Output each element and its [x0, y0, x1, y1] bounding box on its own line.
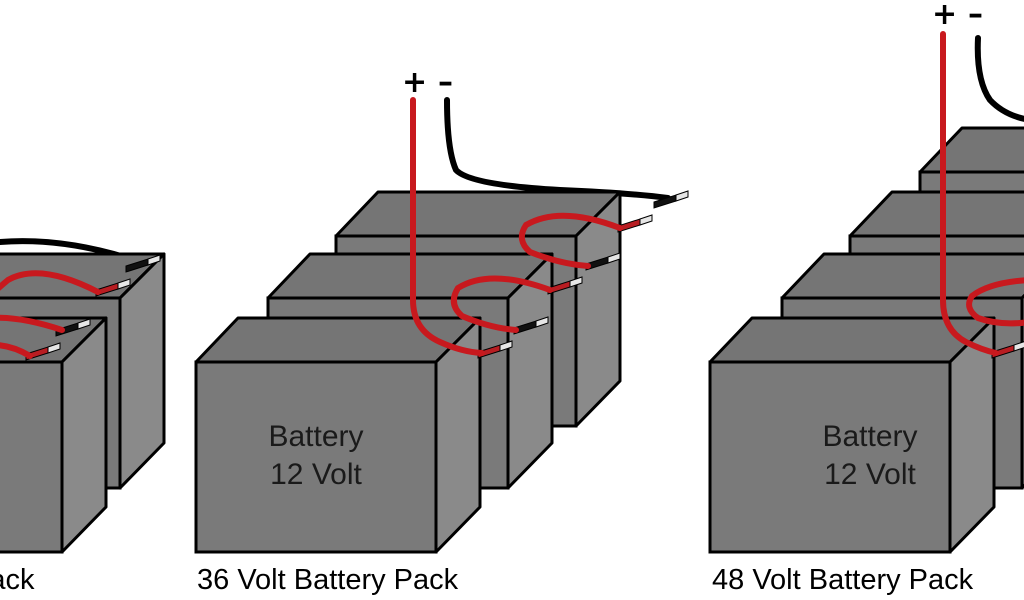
positive-wire [410, 97, 485, 356]
battery-front-left [0, 316, 108, 554]
right-battery-pack: + – Battery 12 Volt 48 Volt Battery Pack [708, 0, 1024, 596]
positive-symbol: + [932, 0, 957, 32]
negative-wire [444, 97, 671, 201]
jumper-wire [0, 342, 33, 359]
battery-label-line2: 12 Volt [824, 458, 916, 491]
battery-label-line1: Battery [268, 420, 363, 453]
jumper-wire [0, 270, 101, 295]
pack-label-36v: 36 Volt Battery Pack [197, 564, 459, 596]
terminal-positive [617, 214, 653, 233]
positive-symbol: + [402, 65, 427, 100]
positive-wire [940, 31, 999, 356]
pack-label-left: Pack [0, 564, 35, 596]
negative-symbol: – [438, 65, 453, 100]
negative-wire [974, 35, 1024, 122]
negative-symbol: – [968, 0, 983, 32]
jumper-wire [966, 277, 1024, 327]
pack-label-48v: 48 Volt Battery Pack [712, 564, 974, 596]
jumper-wire [450, 275, 553, 333]
middle-battery-pack: + – Battery 12 Volt 36 Volt Battery Pack [194, 65, 689, 596]
left-battery-pack: Pack [0, 238, 166, 596]
battery-label-line1: Battery [822, 420, 917, 453]
jumper-wire [0, 314, 65, 333]
battery-label-line2: 12 Volt [270, 458, 362, 491]
jumper-wire [518, 212, 623, 269]
